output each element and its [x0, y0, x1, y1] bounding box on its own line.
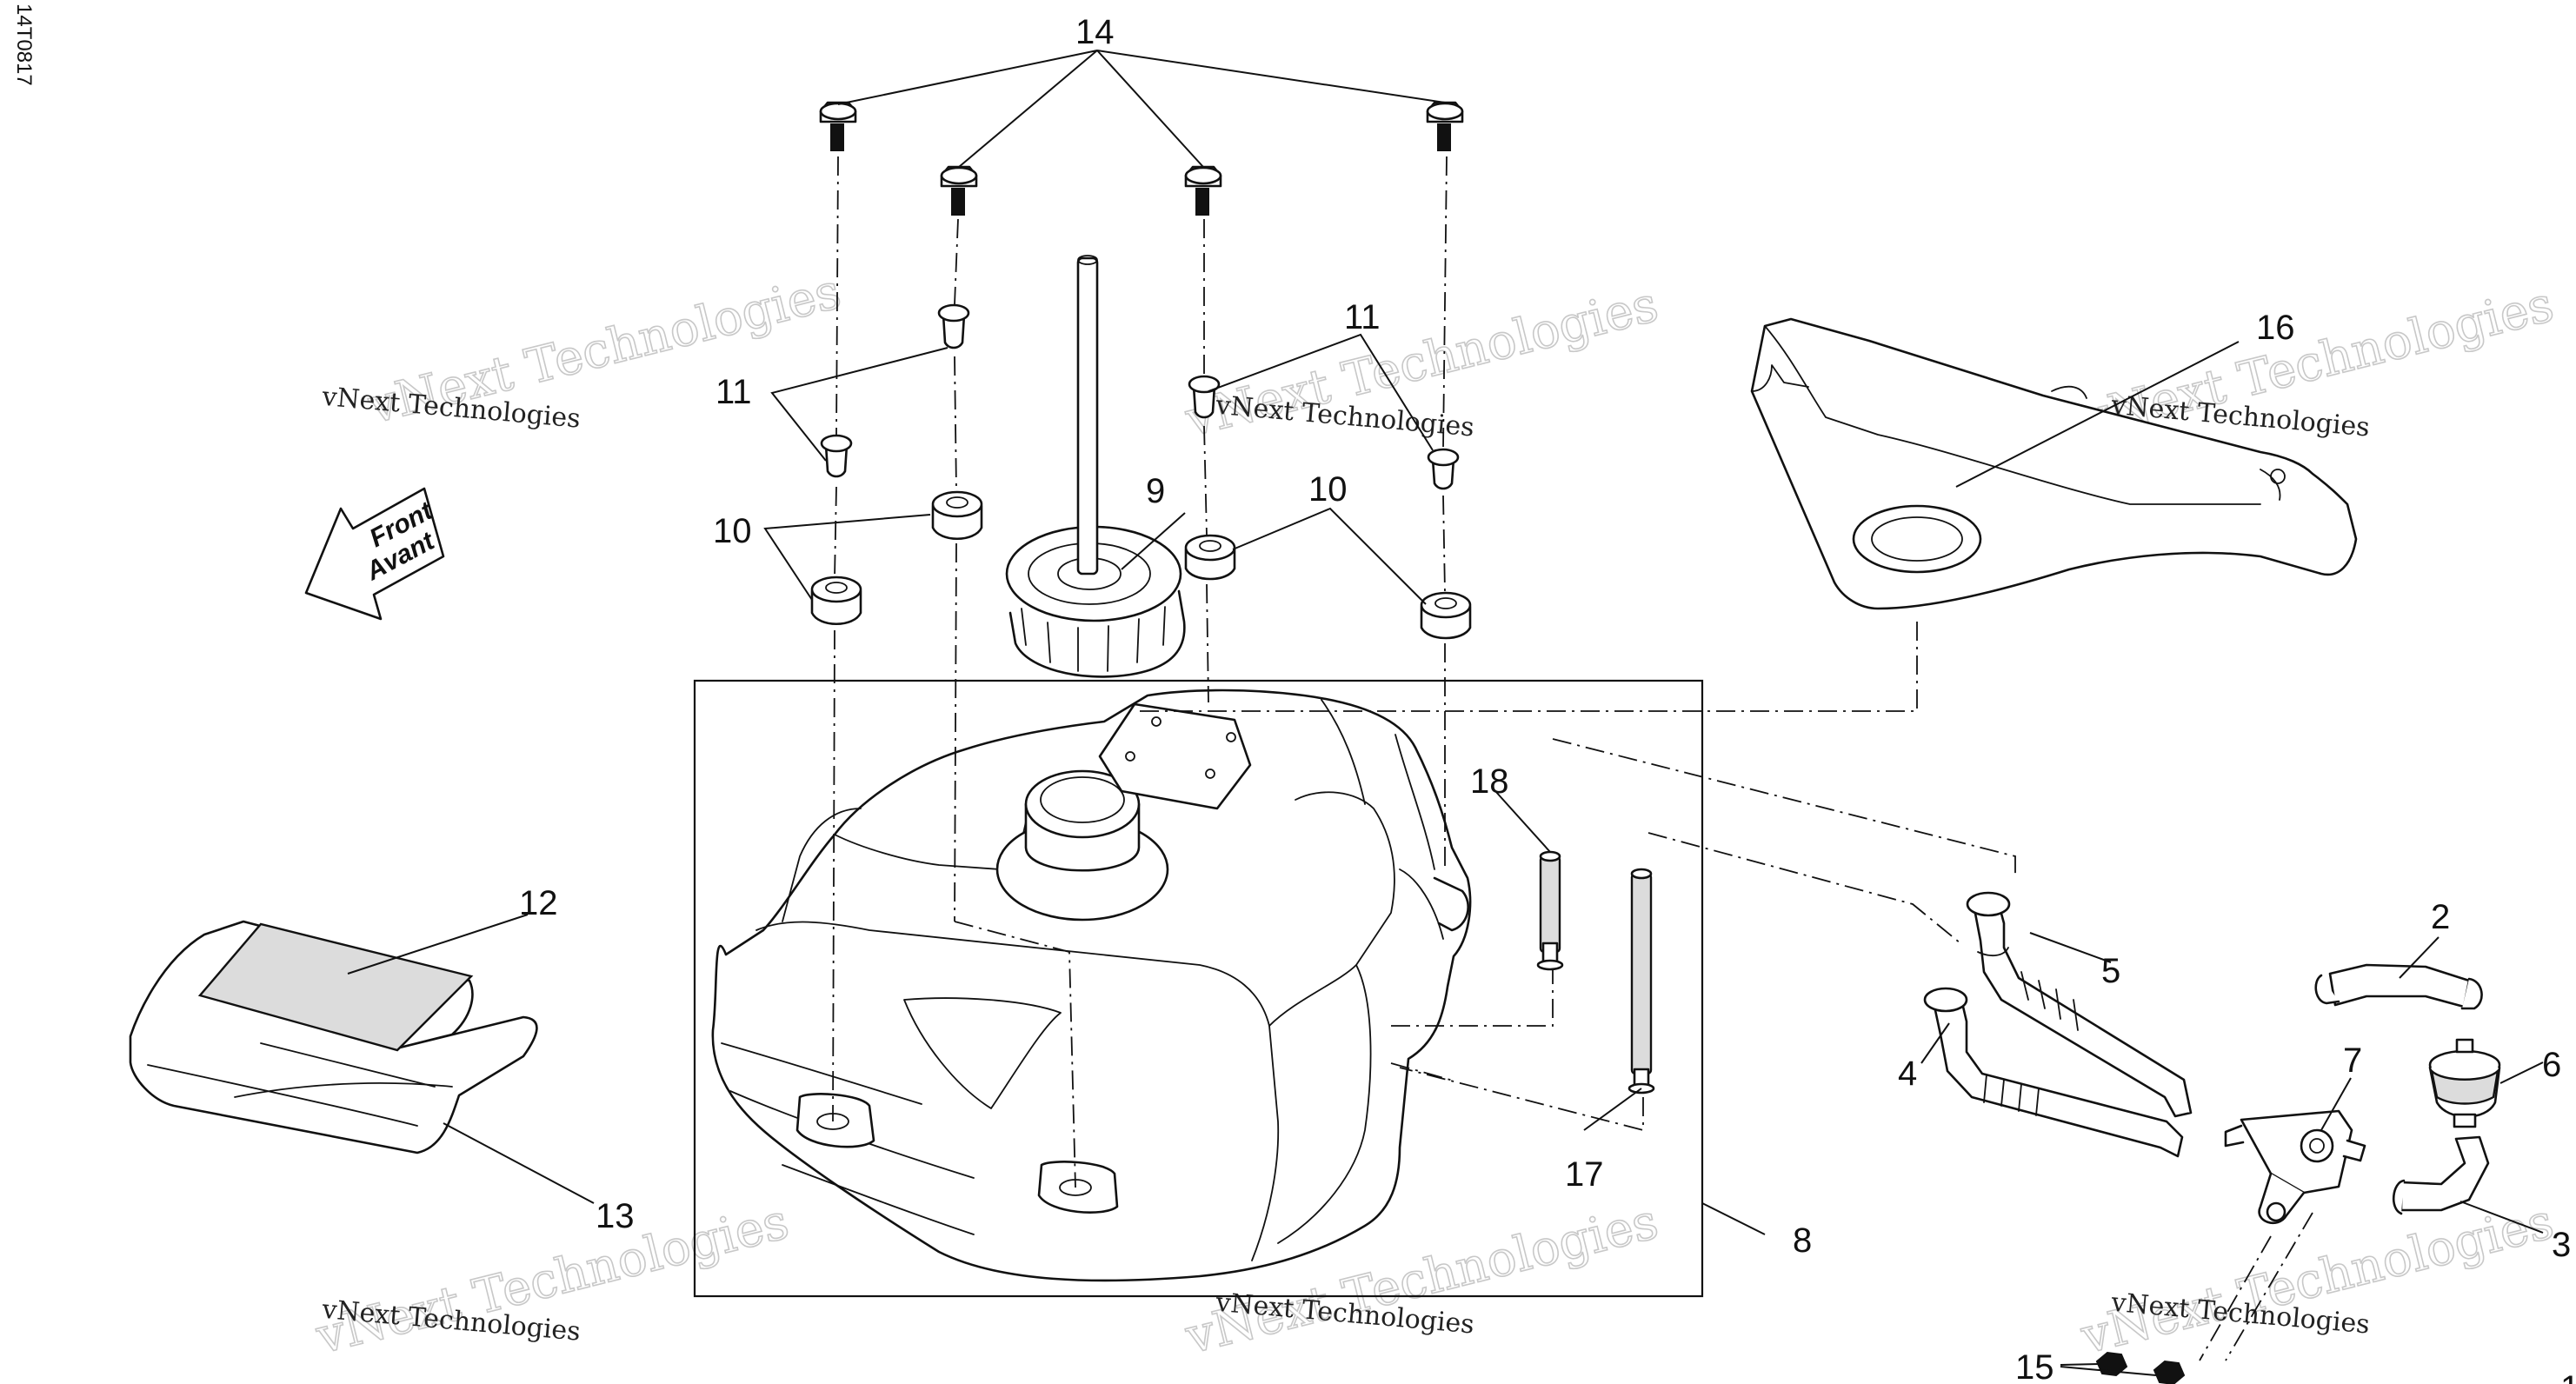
insulation-pad: [197, 922, 474, 1052]
watermark-top-left: vNext Technologies vNext Technologies: [320, 263, 847, 436]
nut-15: [2095, 1351, 2186, 1384]
callout-17: 17: [1565, 1155, 1604, 1194]
hose-3: [2393, 1135, 2490, 1215]
callout-3: 3: [2552, 1226, 2571, 1264]
drawing-code: 14T0817: [12, 3, 36, 86]
callout-6: 6: [2542, 1046, 2561, 1084]
callout-8: 8: [1793, 1221, 1812, 1260]
pickup-tube-18: [1536, 850, 1564, 971]
grommet-2: [931, 490, 983, 540]
assembly-lines: [832, 156, 2313, 1361]
callout-11-right: 11: [1344, 298, 1381, 336]
callout-10-left: 10: [713, 512, 752, 550]
callout-12: 12: [519, 884, 558, 922]
pickup-tube-17: [1627, 868, 1655, 1095]
bolt-3: [1184, 165, 1222, 216]
callout-13: 13: [596, 1197, 635, 1235]
fuel-hose-4: [1923, 987, 2184, 1158]
spacer-2: [937, 303, 970, 349]
leader-lines: [347, 50, 2544, 1376]
spacer-3: [1188, 375, 1221, 419]
grommet-4: [1420, 591, 1472, 640]
grommet-1: [810, 576, 862, 625]
fuel-tank: [711, 689, 1472, 1282]
callout-5: 5: [2101, 952, 2120, 990]
watermark-bottom-right: vNext Technologies vNext Technologies: [2074, 1193, 2559, 1366]
callout-14: 14: [1075, 13, 1115, 51]
spacer-4: [1427, 448, 1460, 490]
callout-9: 9: [1146, 472, 1165, 510]
callout-18: 18: [1470, 762, 1509, 801]
fuel-tank-assembly-box: [693, 679, 1704, 1298]
bolt-1: [819, 101, 857, 151]
callouts: 1 2 3 4 5 6 7 8 9 10 10 11 11 12 13 14 1…: [519, 13, 2576, 1384]
watermark-top-center: vNext Technologies vNext Technologies: [1179, 276, 1664, 449]
tank-top-cover: [1750, 317, 2358, 610]
spacer-1: [820, 434, 853, 478]
callout-7: 7: [2343, 1041, 2362, 1080]
fuel-valve: [2224, 1109, 2366, 1225]
vent-hose-5: [1966, 891, 2193, 1118]
svg-text:vNext Technologies: vNext Technologies: [2075, 1194, 2559, 1366]
callout-4: 4: [1898, 1055, 1917, 1093]
bolt-4: [1426, 101, 1464, 151]
fuel-filter: [2428, 1038, 2501, 1128]
grommet-3: [1184, 534, 1236, 581]
bolt-2: [940, 165, 978, 216]
callout-1: 1: [2560, 1369, 2576, 1384]
callout-11-left: 11: [716, 373, 752, 411]
breather-tube: [1076, 255, 1099, 576]
watermark-bottom-left: vNext Technologies vNext Technologies: [310, 1193, 795, 1366]
callout-2: 2: [2431, 898, 2450, 936]
callout-15: 15: [2015, 1348, 2054, 1384]
callout-16: 16: [2256, 309, 2295, 347]
front-direction-arrow: Front Avant: [304, 487, 445, 621]
hose-2: [2314, 963, 2483, 1010]
callout-10-right: 10: [1308, 470, 1348, 509]
